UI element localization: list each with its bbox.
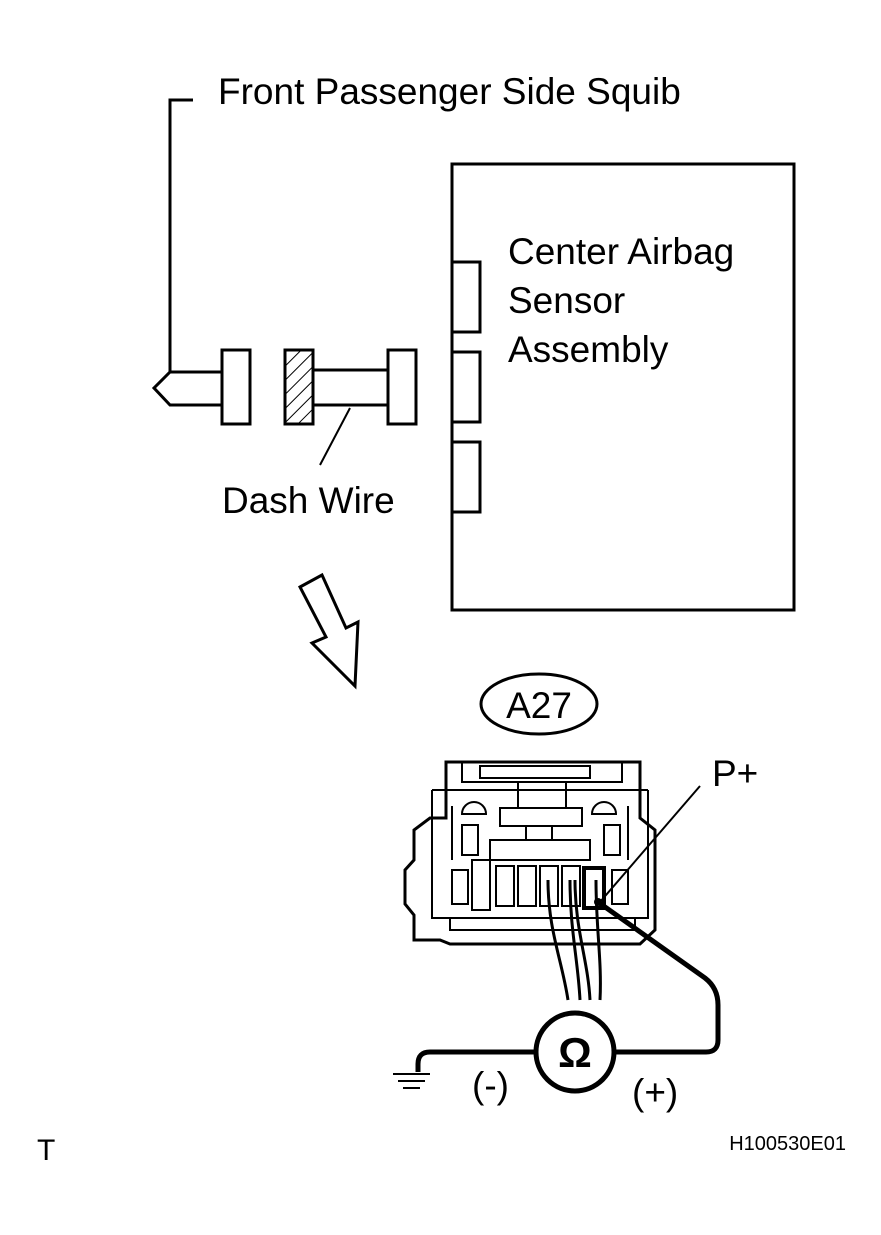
dash-wire-label: Dash Wire (222, 480, 395, 521)
squib-leader (168, 98, 193, 372)
dash-wire-harness (283, 348, 418, 466)
connector-id-badge (479, 672, 599, 736)
squib-connector (151, 348, 252, 426)
center-airbag-sensor-assembly (450, 162, 796, 612)
connector-id-label: A27 (506, 685, 572, 726)
figure-code: H100530E01 (729, 1133, 846, 1155)
probe-tip (594, 898, 602, 906)
ecu-connector-3 (450, 440, 482, 514)
down-arrow-icon (297, 572, 360, 690)
cavity-8 (611, 869, 629, 905)
squib-label: Front Passenger Side Squib (218, 71, 681, 112)
ecu-label-line3: Assembly (508, 329, 669, 370)
cavity-2 (471, 859, 491, 911)
ecu-connector-1 (450, 260, 482, 334)
connector-a27-face (403, 760, 657, 946)
ecu-label-line1: Center Airbag (508, 231, 734, 272)
probe-positive-label: (+) (632, 1072, 678, 1113)
ecu-connector-2 (450, 350, 482, 424)
probe-negative-label: (-) (472, 1065, 509, 1106)
cavity-4 (517, 865, 537, 907)
terminal-leader (599, 785, 701, 903)
ohmmeter-icon: Ω (533, 1010, 617, 1094)
corner-mark: T (37, 1134, 55, 1167)
ground-icon (393, 1073, 430, 1089)
cavity-1 (451, 869, 469, 905)
terminal-p-plus-cavity (582, 866, 606, 910)
terminal-label: P+ (712, 753, 758, 794)
probe-lead-negative (415, 1049, 536, 1072)
harness-wires (546, 879, 602, 1001)
probe-lead-positive (596, 899, 721, 1055)
ecu-label-line2: Sensor (508, 280, 625, 321)
cavity-3 (495, 865, 515, 907)
ohm-symbol: Ω (558, 1029, 592, 1076)
